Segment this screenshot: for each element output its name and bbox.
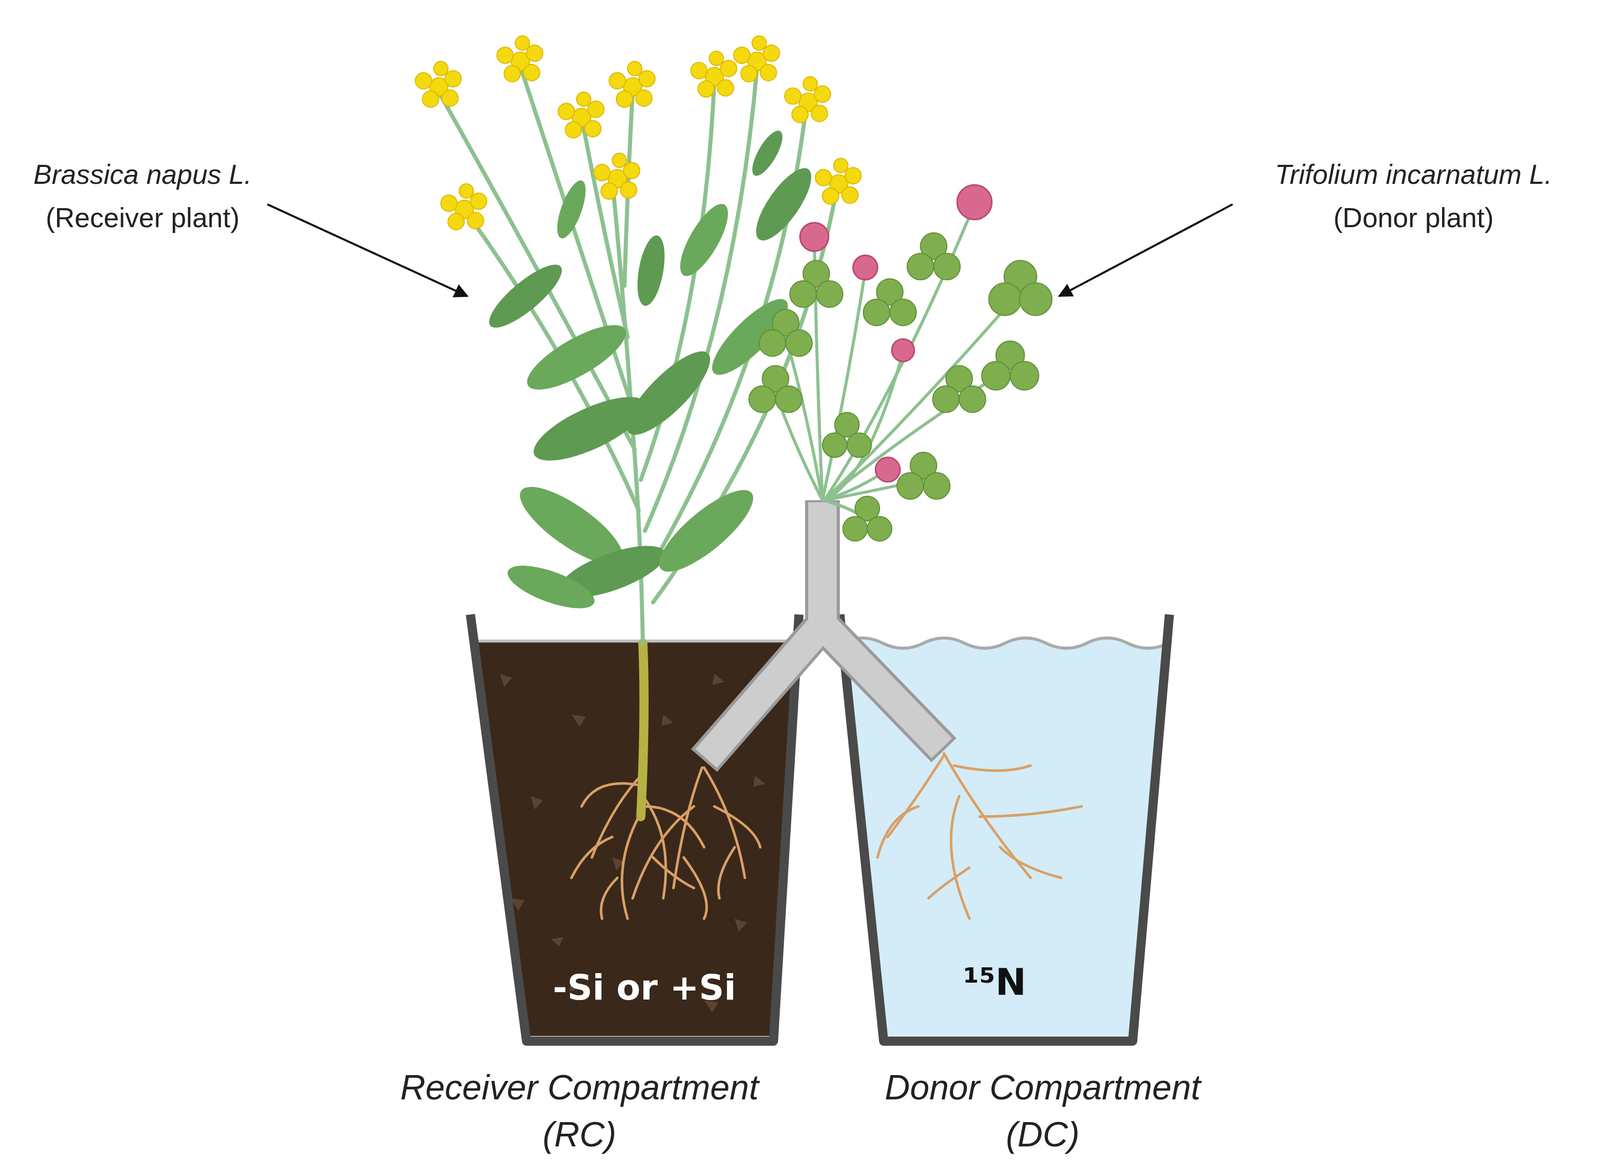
plant-role: (Donor plant) <box>1333 201 1494 234</box>
rapeseed-stems <box>438 66 837 643</box>
compartment-pot: -Si or +SiReceiver Compartment (RC) <box>467 612 802 1164</box>
roots-donor <box>877 753 1082 919</box>
compartment-pot: ¹⁵NDonor Compartment (DC) <box>836 612 1172 1164</box>
compartment-label: Receiver Compartment (RC) <box>376 1063 783 1158</box>
pot-receiver <box>470 614 800 1041</box>
leader-arrow <box>1059 204 1233 297</box>
pot-content: ¹⁵N <box>962 957 1027 1008</box>
pot-content: -Si or +Si <box>553 964 737 1012</box>
y-tube <box>704 500 944 761</box>
roots-clover-receiver <box>632 767 761 919</box>
rapeseed-leaves <box>481 126 821 617</box>
species-name: Trifolium incarnatum L. <box>1275 158 1553 191</box>
compartment-label: Donor Compartment (DC) <box>858 1063 1227 1158</box>
species-name: Brassica napus L. <box>33 158 252 191</box>
clover-flowers <box>800 184 993 482</box>
leader-arrow <box>267 204 468 297</box>
clover-stems <box>775 204 1021 521</box>
rapeseed-flowers <box>415 35 862 230</box>
plant-role: (Receiver plant) <box>45 201 240 234</box>
clover-leaves <box>749 232 1053 541</box>
